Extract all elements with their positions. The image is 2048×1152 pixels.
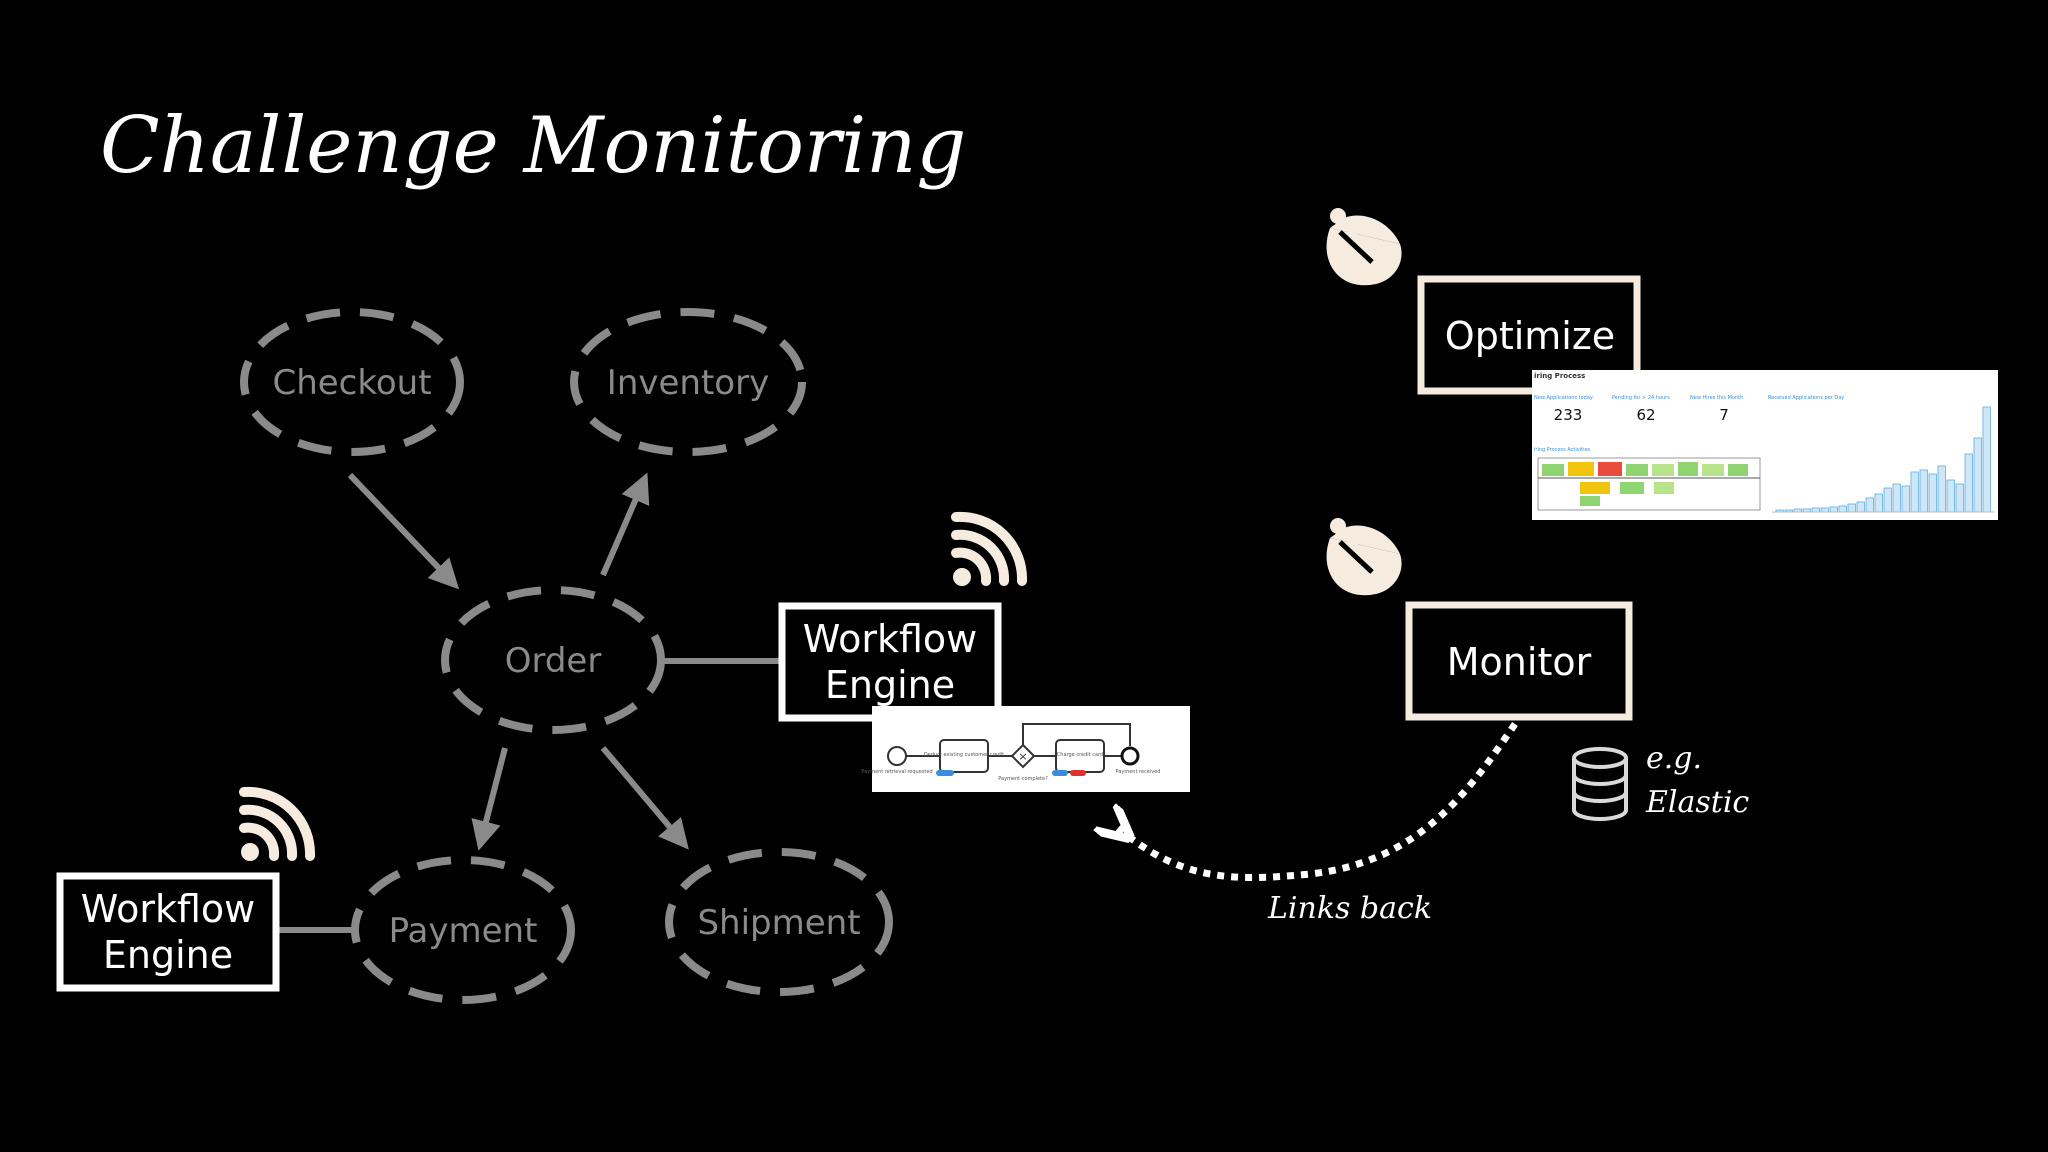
bpmn-task1-label: Deduct existing customer credit — [924, 752, 1004, 758]
datastore-line1: e.g. — [1646, 741, 1702, 776]
dashboard-bar — [1811, 507, 1820, 513]
service-payment: Payment — [351, 856, 575, 1004]
service-order-label: Order — [505, 641, 602, 681]
dashboard-bar — [1856, 501, 1865, 513]
dashboard-bar — [1901, 485, 1910, 513]
kpi-value-1: 233 — [1554, 406, 1583, 424]
dashboard-bar — [1928, 473, 1937, 513]
dashboard-bar — [1973, 437, 1982, 513]
service-shipment-label: Shipment — [697, 903, 860, 943]
dashboard-bar — [1883, 487, 1892, 513]
wifi-icon — [239, 786, 316, 861]
service-inventory: Inventory — [570, 308, 806, 456]
satellite-dish-icon — [1326, 518, 1402, 596]
workflow-engine-main: Workflow Engine — [778, 602, 1002, 722]
dashboard-bar — [1982, 406, 1991, 513]
service-order: Order — [441, 586, 665, 734]
bpmn-end-label: Payment received — [1116, 769, 1161, 775]
optimize-box: Optimize — [1417, 275, 1641, 395]
workflow-engine-payment: Workflow Engine — [56, 872, 280, 992]
bpmn-gateway-label: Payment complete? — [998, 776, 1048, 782]
links-back-label: Links back — [1267, 891, 1432, 926]
arrow-checkout-to-order — [347, 472, 460, 590]
kpi-label-2: Pending for > 24 hours — [1612, 395, 1670, 401]
service-inventory-label: Inventory — [607, 363, 769, 403]
bpmn-task2-label: Charge credit card — [1057, 752, 1103, 758]
dashboard-bar — [1847, 503, 1856, 513]
dashboard-bar — [1829, 506, 1838, 513]
service-shipment: Shipment — [665, 848, 893, 996]
bpmn-process-snippet: × Payment retrieval requested Deduct exi… — [861, 706, 1190, 792]
arrow-order-to-payment — [471, 747, 508, 851]
database-icon — [1572, 747, 1628, 821]
dashboard-bar — [1910, 471, 1919, 513]
service-payment-label: Payment — [389, 911, 538, 951]
workflow-engine-payment-line2: Engine — [103, 933, 233, 977]
kpi-value-3: 7 — [1719, 406, 1729, 424]
datastore-line2: Elastic — [1645, 785, 1749, 820]
dashboard-bar — [1838, 505, 1847, 513]
optimize-dashboard-thumbnail: iring Process New Applications today Pen… — [1532, 370, 1998, 520]
dashboard-bar — [1865, 497, 1874, 513]
dashboard-bar — [1892, 483, 1901, 513]
dashboard-bar — [1955, 483, 1964, 513]
dashboard-bar — [1946, 479, 1955, 513]
dashboard-title: iring Process — [1534, 372, 1585, 380]
workflow-engine-main-line1: Workflow — [803, 617, 978, 661]
service-checkout: Checkout — [240, 308, 464, 456]
dashboard-bar — [1874, 493, 1883, 513]
bpmn-start-label: Payment retrieval requested — [861, 769, 932, 775]
arrow-order-to-inventory — [600, 472, 650, 577]
workflow-engine-main-line2: Engine — [825, 663, 955, 707]
activities-label: iring Process Activities — [1534, 447, 1591, 453]
slide-title: Challenge Monitoring — [100, 101, 966, 191]
dashboard-bar — [1919, 469, 1928, 513]
dashboard-bar — [1964, 453, 1973, 513]
dashboard-bar — [1937, 465, 1946, 513]
chart-label: Received Applications per Day — [1768, 395, 1844, 401]
satellite-dish-icon — [1326, 208, 1402, 286]
kpi-label-1: New Applications today — [1534, 395, 1593, 401]
links-back-dotted-path — [1118, 722, 1518, 882]
monitor-box: Monitor — [1405, 601, 1633, 721]
wifi-icon — [951, 511, 1028, 586]
kpi-label-3: New Hires this Month — [1690, 395, 1743, 401]
arrow-order-to-shipment — [600, 746, 689, 850]
svg-text:×: × — [1018, 750, 1027, 763]
monitor-label: Monitor — [1447, 640, 1592, 684]
optimize-label: Optimize — [1445, 314, 1615, 358]
service-checkout-label: Checkout — [272, 363, 431, 403]
dashboard-bar — [1820, 507, 1829, 513]
kpi-value-2: 62 — [1636, 406, 1655, 424]
workflow-engine-payment-line1: Workflow — [81, 887, 256, 931]
